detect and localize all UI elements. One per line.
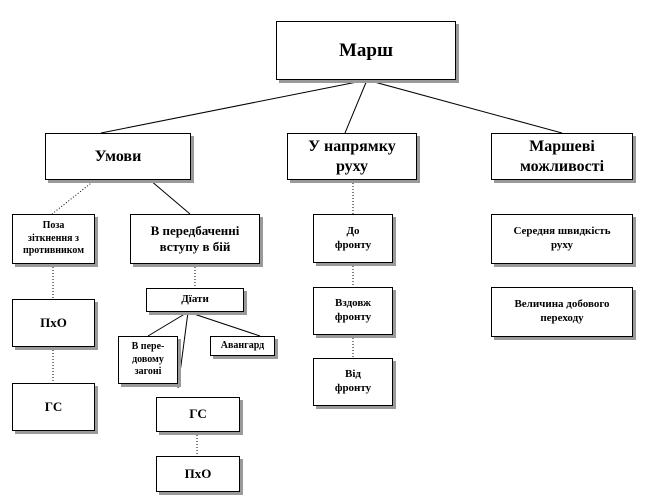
node-daily-march: Величина добового переходу — [491, 287, 633, 337]
node-out-of-contact: Поза зіткнення з противником — [12, 214, 95, 264]
node-center-pho: ПхО — [156, 456, 240, 492]
node-capabilities: Маршеві можливості — [491, 133, 633, 180]
node-center-gs: ГС — [156, 397, 240, 432]
node-to-front: До фронту — [313, 214, 393, 263]
node-root: Марш — [276, 21, 456, 80]
node-from-front: Від фронту — [313, 358, 393, 406]
connector-root-capabilities — [366, 79, 563, 134]
connector-conditions-out-of-contact — [51, 179, 96, 215]
node-left-gs: ГС — [12, 383, 95, 431]
node-forward-zone: В пере- довому загоні — [118, 336, 178, 384]
connector-root-conditions — [100, 79, 368, 134]
connector-conditions-anticipating — [149, 179, 191, 215]
node-direction: У напрямку руху — [287, 133, 417, 180]
connector-root-direction — [344, 79, 368, 134]
connector-actions-vanguard — [187, 311, 261, 337]
node-vanguard: Авангард — [210, 336, 275, 356]
node-actions: Дїати — [146, 288, 244, 312]
node-along-front: Вздовж фронту — [313, 287, 393, 335]
node-conditions: Умови — [45, 133, 191, 180]
node-anticipating-battle: В передбаченні вступу в бій — [130, 214, 260, 264]
connector-actions-forward-zone — [147, 311, 189, 337]
node-left-pho: ПхО — [12, 299, 95, 347]
connector-actions-gs — [177, 311, 189, 389]
node-avg-speed: Середня швидкість руху — [491, 214, 633, 264]
